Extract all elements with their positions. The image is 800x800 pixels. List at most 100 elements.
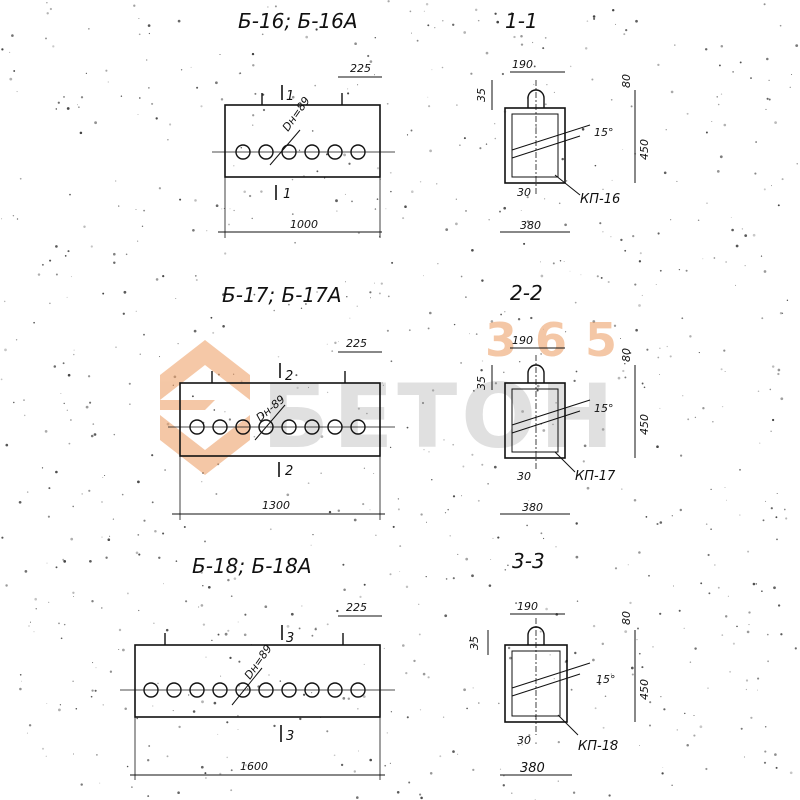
speckle — [389, 762, 391, 765]
speckle — [357, 407, 360, 410]
speckle — [226, 756, 228, 759]
speckle — [767, 660, 769, 663]
speckle — [697, 219, 700, 222]
speckle — [137, 240, 139, 242]
speckle — [94, 689, 97, 692]
width-top-label: 190 — [512, 334, 533, 347]
bottom-offset-label: 30 — [517, 186, 531, 199]
speckle — [90, 245, 93, 248]
speckle — [535, 126, 537, 128]
speckle — [646, 348, 649, 351]
speckle — [302, 693, 306, 696]
speckle — [453, 323, 456, 326]
section-outline — [504, 382, 566, 459]
speckle — [729, 670, 732, 673]
speckle — [217, 463, 220, 466]
speckle — [405, 671, 408, 675]
speckle — [630, 105, 633, 108]
speckle — [351, 200, 353, 203]
speckle — [356, 796, 359, 799]
speckle — [138, 97, 141, 99]
speckle — [689, 661, 692, 663]
leader-line — [254, 404, 286, 441]
speckle — [472, 642, 475, 645]
speckle — [267, 6, 269, 8]
speckle — [286, 625, 290, 628]
speckle — [238, 72, 241, 75]
speckle — [684, 712, 686, 715]
speckle — [122, 648, 125, 652]
speckle — [421, 401, 425, 405]
speckle — [745, 688, 748, 691]
speckle — [238, 660, 241, 663]
speckle — [173, 375, 177, 379]
speckle — [336, 609, 339, 613]
speckle — [222, 293, 225, 296]
speckle — [659, 407, 661, 409]
speckle — [44, 430, 48, 433]
speckle — [254, 92, 257, 95]
speckle — [469, 333, 471, 335]
speckle — [73, 595, 75, 597]
speckle — [101, 607, 103, 609]
speckle — [237, 714, 239, 717]
speckle — [162, 532, 165, 535]
speckle — [26, 732, 28, 734]
speckle — [1, 536, 4, 539]
speckle — [627, 564, 629, 566]
pipe-hole — [327, 144, 343, 160]
speckle — [777, 204, 780, 207]
speckle — [41, 467, 44, 469]
speckle — [347, 92, 350, 95]
speckle — [777, 372, 780, 376]
speckle — [720, 45, 724, 48]
speckle — [252, 64, 255, 67]
left-offset-label: 35 — [468, 636, 481, 650]
speckle — [72, 680, 74, 682]
speckle — [472, 687, 474, 689]
speckle — [198, 606, 200, 608]
left-offset-label: 35 — [475, 376, 488, 390]
speckle — [557, 740, 560, 744]
speckle — [494, 137, 497, 140]
speckle — [704, 48, 708, 51]
speckle — [617, 376, 621, 380]
speckle — [581, 128, 585, 131]
speckle — [229, 656, 232, 660]
speckle — [33, 321, 35, 324]
speckle — [136, 717, 138, 720]
speckle — [610, 673, 612, 675]
angle-label: 15° — [594, 126, 614, 139]
speckle — [326, 730, 329, 733]
speckle — [456, 104, 458, 106]
speckle — [472, 768, 475, 772]
speckle — [192, 228, 195, 232]
speckle — [542, 429, 546, 432]
speckle — [544, 198, 546, 200]
speckle — [391, 261, 394, 264]
speckle — [777, 604, 781, 607]
speckle — [357, 708, 359, 710]
slope-line — [511, 124, 591, 151]
speckle — [423, 10, 425, 12]
speckle — [269, 528, 272, 531]
pipe-hole — [350, 682, 366, 698]
speckle — [699, 725, 703, 729]
speckle — [158, 187, 162, 190]
speckle — [428, 311, 432, 315]
speckle — [389, 171, 392, 174]
speckle — [776, 538, 778, 541]
speckle — [239, 72, 242, 74]
speckle — [335, 199, 338, 203]
speckle — [533, 65, 536, 68]
speckle — [763, 3, 766, 6]
speckle — [200, 571, 203, 574]
speckle — [727, 595, 729, 597]
speckle — [129, 403, 131, 405]
speckle — [707, 687, 709, 689]
width-label: 380 — [520, 219, 541, 232]
speckle — [480, 368, 483, 372]
speckle — [229, 208, 231, 210]
speckle — [475, 333, 478, 335]
speckle — [770, 430, 772, 432]
